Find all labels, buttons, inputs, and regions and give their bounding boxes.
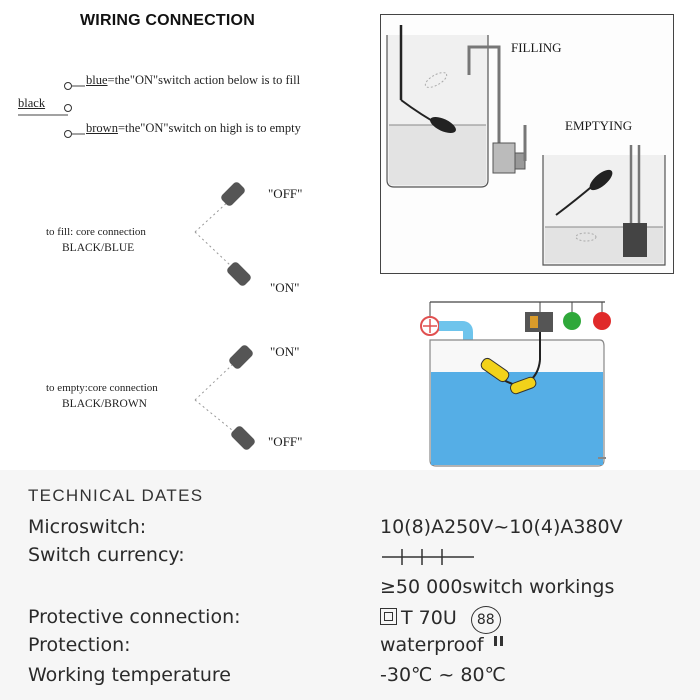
empty-label-1: to empty:core connection bbox=[46, 382, 158, 394]
float-switch-off-fill bbox=[221, 182, 245, 206]
double-insulation-icon bbox=[380, 608, 397, 625]
brown-wire-label: brown bbox=[86, 121, 118, 135]
green-lamp bbox=[563, 312, 581, 330]
empty-on-label: "ON" bbox=[270, 344, 300, 359]
protective-connection-value: T 70U bbox=[401, 607, 457, 629]
empty-off-label: "OFF" bbox=[268, 434, 303, 449]
fill-off-label: "OFF" bbox=[268, 186, 303, 201]
float-ball bbox=[480, 357, 510, 383]
emptying-tank bbox=[542, 145, 666, 266]
working-temperature-label: Working temperature bbox=[28, 664, 231, 686]
blue-wire-row: blue=the"ON"switch action below is to fi… bbox=[86, 73, 300, 88]
protection-value-row: waterproof bbox=[380, 634, 506, 656]
filling-emptying-panel: FILLING EMPTYING bbox=[380, 14, 674, 274]
filling-label: FILLING bbox=[511, 40, 562, 55]
valve-icon bbox=[420, 316, 440, 336]
filling-tank bbox=[386, 25, 527, 188]
blue-wire-label: blue bbox=[86, 73, 108, 87]
working-temperature-value: -30℃ ~ 80℃ bbox=[380, 664, 506, 686]
inlet-pipe bbox=[439, 321, 473, 372]
fill-label-1: to fill: core connection bbox=[46, 226, 146, 238]
fill-branch-up bbox=[194, 199, 231, 233]
emptying-label: EMPTYING bbox=[565, 118, 633, 133]
black-terminal bbox=[64, 104, 72, 112]
brown-wire-row: brown=the"ON"switch on high is to empty bbox=[86, 121, 301, 136]
float-switch-off-empty bbox=[231, 426, 255, 450]
fill-branch-down bbox=[194, 231, 231, 266]
filling-emptying-illustration bbox=[386, 25, 666, 266]
protective-connection-label: Protective connection: bbox=[28, 606, 241, 628]
wiring-diagram bbox=[18, 82, 255, 450]
brown-wire-desc: =the"ON"switch on high is to empty bbox=[117, 121, 301, 135]
technical-heading: TECHNICAL DATES bbox=[28, 486, 204, 505]
blue-wire-desc: =the"ON"switch action below is to fill bbox=[107, 73, 301, 87]
brown-terminal bbox=[64, 130, 72, 138]
black-wire-label: black bbox=[18, 96, 46, 110]
protective-connection-value-row: T 70U 88 bbox=[380, 606, 501, 634]
wiring-title: WIRING CONNECTION bbox=[80, 12, 255, 29]
fill-on-label: "ON" bbox=[270, 280, 300, 295]
empty-branch-up bbox=[194, 364, 233, 401]
microswitch-label: Microswitch: bbox=[28, 516, 147, 538]
empty-branch-down bbox=[194, 399, 233, 431]
technical-section bbox=[0, 470, 700, 700]
tank-illustration bbox=[420, 301, 611, 467]
switch-currency-symbol bbox=[382, 549, 474, 565]
blue-terminal bbox=[64, 82, 72, 90]
protection-label: Protection: bbox=[28, 634, 131, 656]
red-lamp bbox=[593, 312, 611, 330]
float-switch-on-fill bbox=[227, 262, 251, 286]
protection-badge: 88 bbox=[470, 606, 501, 634]
protection-value: waterproof bbox=[380, 634, 484, 656]
float-switch-on-empty bbox=[229, 345, 253, 369]
switch-box bbox=[525, 312, 553, 332]
empty-label-2: BLACK/BROWN bbox=[62, 398, 147, 410]
switch-workings-value: ≥50 000switch workings bbox=[380, 576, 615, 598]
drops-icon bbox=[493, 636, 503, 646]
fill-label-2: BLACK/BLUE bbox=[62, 242, 135, 254]
switch-currency-label: Switch currency: bbox=[28, 544, 185, 566]
microswitch-value: 10(8)A250V~10(4)A380V bbox=[380, 516, 623, 538]
